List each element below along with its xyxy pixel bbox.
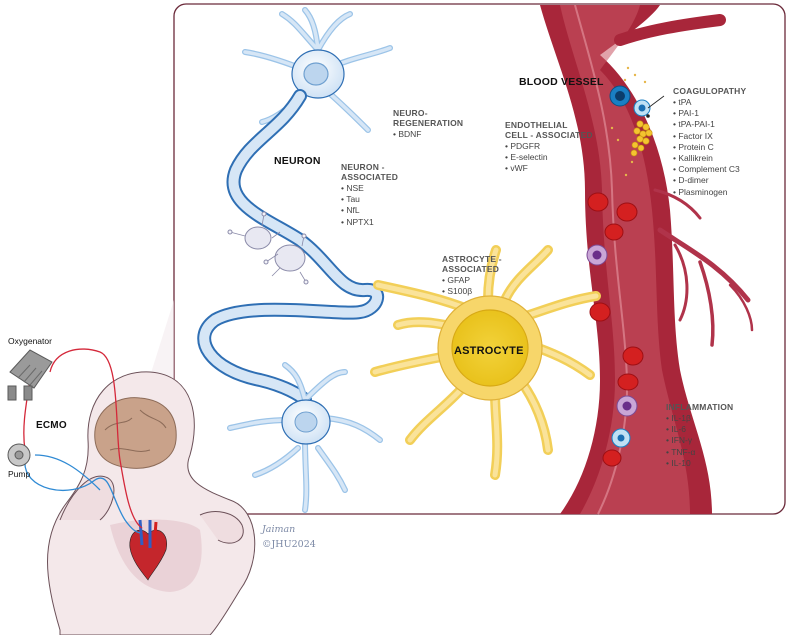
brain bbox=[94, 397, 177, 469]
marker-list: tPA PAI-1 tPA-PAI-1 Factor IX Protein C … bbox=[673, 97, 746, 198]
group-heading: ENDOTHELIAL CELL - ASSOCIATED bbox=[505, 120, 593, 140]
astrocyte bbox=[370, 245, 601, 480]
marker-item: BDNF bbox=[393, 129, 463, 140]
neuron-title: NEURON bbox=[274, 155, 321, 167]
marker-list: NSE Tau NfL NPTX1 bbox=[341, 183, 398, 228]
marker-item: PDGFR bbox=[505, 141, 593, 152]
red-blood-cells bbox=[587, 192, 644, 467]
platelet-dots bbox=[610, 66, 647, 177]
marker-item: IFN-γ bbox=[666, 435, 733, 446]
marker-item: IL-1β bbox=[666, 413, 733, 424]
oxygenator-icon bbox=[7, 349, 53, 401]
marker-item: Tau bbox=[341, 194, 398, 205]
neuron-top bbox=[242, 7, 393, 133]
marker-item: NSE bbox=[341, 183, 398, 194]
group-heading: COAGULOPATHY bbox=[673, 86, 747, 96]
neuron-bottom bbox=[227, 362, 383, 513]
marker-item: IL-10 bbox=[666, 458, 733, 469]
group-coagulopathy: COAGULOPATHY tPA PAI-1 tPA-PAI-1 Factor … bbox=[673, 86, 746, 198]
astrocyte-title: ASTROCYTE bbox=[454, 345, 524, 357]
marker-item: Plasminogen bbox=[673, 187, 746, 198]
blood-vessel bbox=[540, 4, 754, 515]
marker-list: IL-1β IL-6 IFN-γ TNF-α IL-10 bbox=[666, 413, 733, 469]
marker-item: D-dimer bbox=[673, 175, 746, 186]
white-blood-cells bbox=[586, 85, 651, 448]
marker-item: TNF-α bbox=[666, 447, 733, 458]
copyright: ©JHU2024 bbox=[262, 539, 316, 550]
group-inflammation: INFLAMMATION IL-1β IL-6 IFN-γ TNF-α IL-1… bbox=[666, 402, 733, 469]
marker-list: GFAP S100β bbox=[442, 275, 502, 297]
oxygenator-label: Oxygenator bbox=[8, 336, 52, 346]
marker-list: PDGFR E-selectin vWF bbox=[505, 141, 593, 175]
blood-vessel-title: BLOOD VESSEL bbox=[519, 76, 604, 88]
group-astrocyte-associated: ASTROCYTE - ASSOCIATED GFAP S100β bbox=[442, 254, 502, 297]
group-heading: NEURO- REGENERATION bbox=[393, 108, 464, 128]
group-heading: ASTROCYTE - ASSOCIATED bbox=[442, 254, 502, 274]
coagulopathy-pointer bbox=[647, 95, 665, 109]
group-heading: INFLAMMATION bbox=[666, 402, 734, 412]
marker-item: E-selectin bbox=[505, 152, 593, 163]
vesicles bbox=[227, 211, 309, 285]
marker-item: Complement C3 bbox=[673, 164, 746, 175]
pump-icon bbox=[7, 443, 31, 467]
marker-item: tPA-PAI-1 bbox=[673, 119, 746, 130]
platelet-clot bbox=[630, 120, 653, 157]
marker-item: vWF bbox=[505, 163, 593, 174]
marker-item: tPA bbox=[673, 97, 746, 108]
marker-item: PAI-1 bbox=[673, 108, 746, 119]
marker-item: Protein C bbox=[673, 142, 746, 153]
marker-item: Kallikrein bbox=[673, 153, 746, 164]
marker-item: NPTX1 bbox=[341, 217, 398, 228]
group-endothelial: ENDOTHELIAL CELL - ASSOCIATED PDGFR E-se… bbox=[505, 120, 593, 175]
group-neuroregeneration: NEURO- REGENERATION BDNF bbox=[393, 108, 463, 140]
marker-item: IL-6 bbox=[666, 424, 733, 435]
ecmo-title: ECMO bbox=[36, 420, 67, 431]
artist-signature: Jaiman bbox=[262, 524, 296, 535]
heart bbox=[129, 519, 168, 581]
marker-item: GFAP bbox=[442, 275, 502, 286]
marker-item: S100β bbox=[442, 286, 502, 297]
marker-item: NfL bbox=[341, 205, 398, 216]
group-heading: NEURON - ASSOCIATED bbox=[341, 162, 399, 182]
group-neuron-associated: NEURON - ASSOCIATED NSE Tau NfL NPTX1 bbox=[341, 162, 398, 228]
marker-item: Factor IX bbox=[673, 131, 746, 142]
marker-list: BDNF bbox=[393, 129, 463, 140]
pump-label: Pump bbox=[8, 469, 31, 479]
